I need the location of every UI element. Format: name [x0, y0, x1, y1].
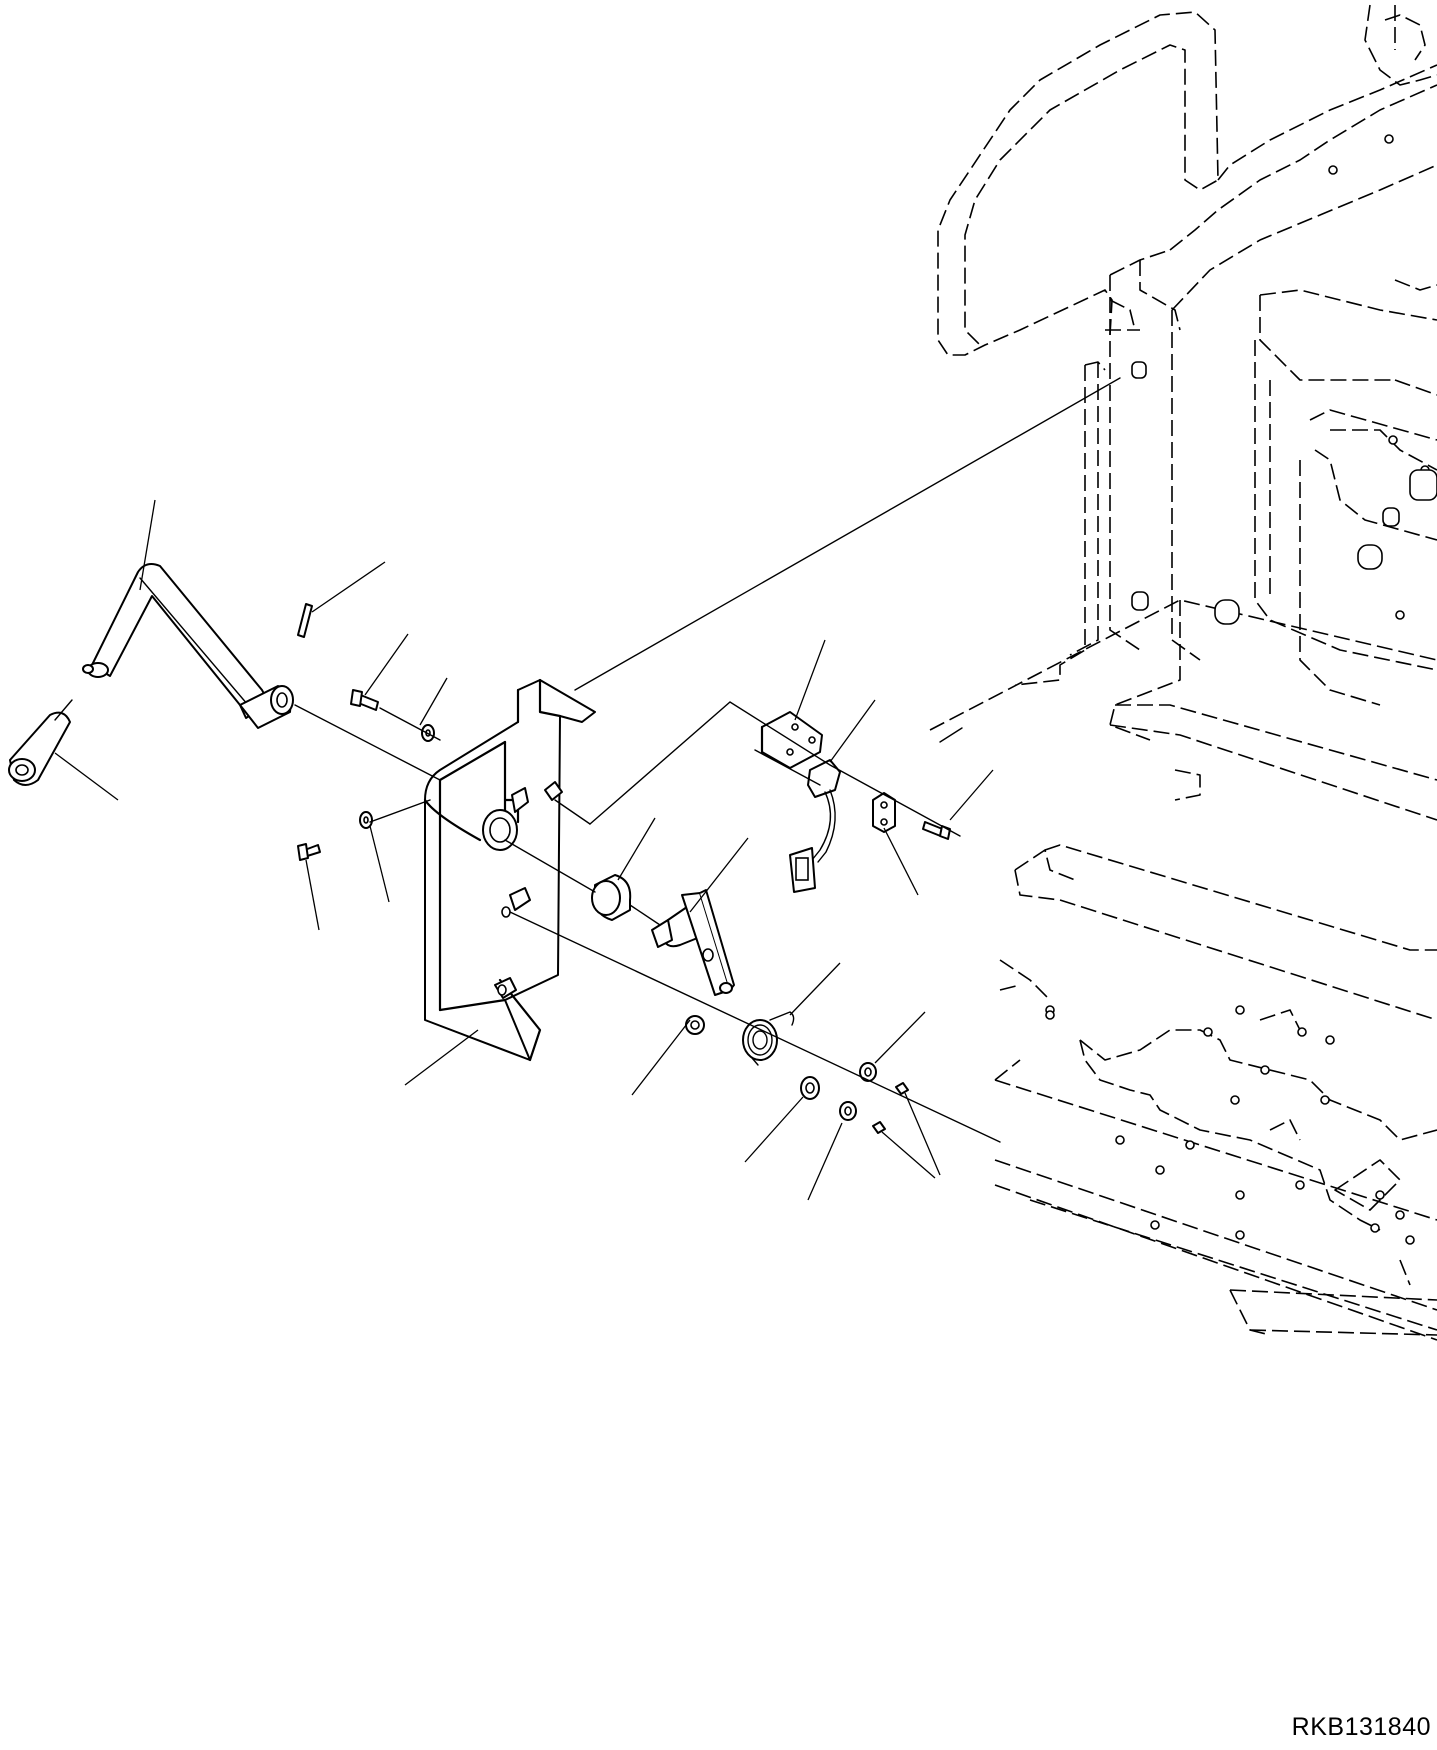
washer-small [359, 811, 373, 829]
bolt [350, 689, 379, 711]
bushing [591, 874, 632, 921]
collar-outer [800, 1076, 820, 1100]
washer-outer [839, 1101, 857, 1121]
washer-right [859, 1062, 877, 1082]
handle-crank [82, 563, 294, 729]
machine-frame [929, 4, 1437, 1341]
bracket-plate [423, 678, 596, 1062]
bolt-small [297, 843, 321, 861]
micro-switch [789, 759, 841, 893]
drawing-code: RKB131840 [1291, 1713, 1431, 1741]
assembly-lines [54, 377, 1121, 1143]
roll-pin [297, 603, 313, 638]
callout-leaders [54, 499, 994, 1201]
switch-plate [760, 711, 823, 769]
screw-pair [872, 1082, 909, 1134]
lever-arm [651, 889, 735, 996]
switch-bolt [922, 821, 951, 840]
switch-bracket [872, 792, 896, 833]
torsion-spring [742, 1011, 795, 1066]
collar [685, 1015, 705, 1035]
grip [8, 711, 71, 786]
